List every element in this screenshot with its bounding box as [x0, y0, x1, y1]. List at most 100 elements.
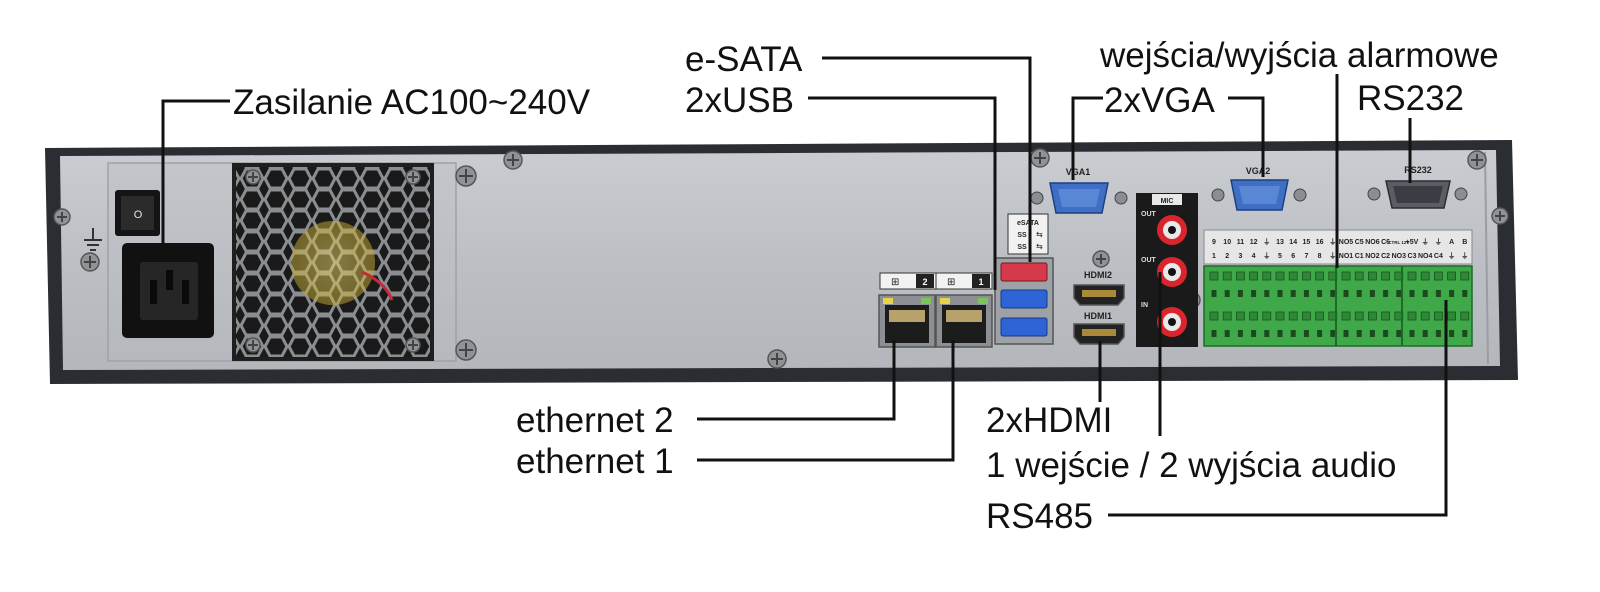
- terminal-screw[interactable]: [1209, 311, 1219, 321]
- terminal-screw[interactable]: [1341, 311, 1351, 321]
- terminal-screw[interactable]: [1302, 311, 1311, 321]
- terminal-socket: [1422, 290, 1428, 297]
- chassis-seam: [1484, 151, 1489, 365]
- terminal-bottom-label: 1: [1212, 253, 1216, 260]
- terminal-screw[interactable]: [1460, 271, 1470, 281]
- terminal-bottom-label: C3: [1408, 253, 1417, 260]
- fan-hub-mesh: [291, 221, 375, 305]
- terminal-screw[interactable]: [1275, 311, 1285, 321]
- terminal-socket: [1409, 330, 1415, 337]
- callout-line-power: [161, 99, 230, 245]
- rs232-port[interactable]: [1367, 180, 1468, 209]
- label-rs485: RS485: [986, 497, 1093, 536]
- terminal-screw[interactable]: [1275, 271, 1285, 281]
- terminal-screw[interactable]: [1249, 271, 1258, 281]
- label-audio: 1 wejście / 2 wyjścia audio: [986, 446, 1396, 485]
- terminal-screw[interactable]: [1434, 311, 1443, 321]
- terminal-screw[interactable]: [1209, 271, 1219, 281]
- terminal-screw[interactable]: [1249, 311, 1258, 321]
- terminal-screw[interactable]: [1236, 271, 1245, 281]
- power-switch-mark: O: [134, 209, 143, 221]
- terminal-socket: [1330, 290, 1336, 297]
- lan2-number: 2: [922, 277, 927, 287]
- terminal-top-label: 9: [1212, 239, 1216, 246]
- screw-icon: [1092, 250, 1110, 268]
- esata-usb-group: eSATA SS SS ⇆ ⇆: [994, 213, 1054, 345]
- power-inlet-pin: [182, 280, 189, 304]
- terminal-screw[interactable]: [1420, 271, 1430, 281]
- terminal-bottom-label: 7: [1304, 253, 1308, 260]
- terminal-socket: [1435, 290, 1441, 297]
- network-icon: ⊞: [891, 277, 899, 288]
- terminal-screw[interactable]: [1407, 271, 1417, 281]
- callout-line-vga1: [1071, 96, 1103, 180]
- terminal-screw[interactable]: [1447, 271, 1456, 281]
- terminal-top-label: 15: [1303, 239, 1311, 246]
- terminal-screw[interactable]: [1288, 311, 1298, 321]
- terminal-socket: [1356, 330, 1362, 337]
- terminal-screw[interactable]: [1315, 271, 1324, 281]
- terminal-socket: [1224, 330, 1230, 337]
- terminal-pins: [1203, 265, 1473, 347]
- ethernet-port-2[interactable]: [878, 294, 936, 348]
- terminal-screw[interactable]: [1447, 311, 1456, 321]
- audio-jack-out[interactable]: [1157, 257, 1187, 287]
- screw-icon: [53, 208, 71, 226]
- terminal-socket: [1343, 290, 1349, 297]
- terminal-screw[interactable]: [1368, 271, 1377, 281]
- terminal-screw[interactable]: [1420, 311, 1430, 321]
- terminal-top-label: 10: [1223, 239, 1231, 246]
- esata-port[interactable]: [1000, 262, 1048, 282]
- terminal-bottom-label: C4: [1434, 253, 1443, 260]
- terminal-bottom-label: 2: [1225, 253, 1229, 260]
- audio-jack-in[interactable]: [1157, 307, 1187, 337]
- terminal-screw[interactable]: [1354, 271, 1364, 281]
- audio-out-marking: OUT: [1141, 257, 1157, 264]
- terminal-socket: [1330, 330, 1336, 337]
- terminal-screw[interactable]: [1315, 311, 1324, 321]
- terminal-bottom-label: ⏚: [1263, 252, 1270, 260]
- terminal-socket: [1251, 290, 1257, 297]
- terminal-bottom-label: NO2: [1365, 253, 1380, 260]
- terminal-screw[interactable]: [1381, 311, 1390, 321]
- terminal-screw[interactable]: [1341, 271, 1351, 281]
- hdmi-port-2[interactable]: [1073, 284, 1125, 306]
- label-usb: 2xUSB: [685, 81, 794, 120]
- terminal-top-label: NO5: [1339, 239, 1354, 246]
- terminal-screw[interactable]: [1381, 271, 1390, 281]
- terminal-screw[interactable]: [1288, 271, 1298, 281]
- audio-jack-mic-out[interactable]: [1157, 215, 1187, 245]
- terminal-screw[interactable]: [1262, 271, 1272, 281]
- callout-line-ethernet2: [697, 340, 896, 421]
- vga-port-1[interactable]: [1030, 182, 1128, 214]
- callout-lines: [161, 56, 1448, 517]
- rs232-port-group: RS232: [1367, 165, 1468, 209]
- screw-icon: [767, 349, 787, 369]
- mic-label-plate: [1152, 194, 1182, 205]
- terminal-screw[interactable]: [1222, 311, 1232, 321]
- terminal-socket: [1449, 290, 1455, 297]
- terminal-socket: [1237, 330, 1243, 337]
- usb-port-1[interactable]: [1000, 289, 1048, 309]
- terminal-screw[interactable]: [1354, 311, 1364, 321]
- terminal-screw[interactable]: [1368, 311, 1377, 321]
- terminal-screw[interactable]: [1222, 271, 1232, 281]
- terminal-screw[interactable]: [1460, 311, 1470, 321]
- terminal-screw[interactable]: [1302, 271, 1311, 281]
- terminal-screw[interactable]: [1434, 271, 1443, 281]
- terminal-socket: [1356, 290, 1362, 297]
- label-alarm: wejścia/wyjścia alarmowe: [1099, 36, 1499, 75]
- screw-icon: [1467, 150, 1487, 170]
- terminal-socket: [1462, 330, 1468, 337]
- ethernet-port-1[interactable]: [935, 294, 993, 348]
- screw-icon: [405, 169, 421, 185]
- terminal-screw[interactable]: [1236, 311, 1245, 321]
- usb-port-2[interactable]: [1000, 317, 1048, 337]
- hdmi-port-1[interactable]: [1073, 323, 1125, 345]
- terminal-screw[interactable]: [1262, 311, 1272, 321]
- terminal-screw[interactable]: [1407, 311, 1417, 321]
- audio-block: MIC OUT OUT IN: [1136, 193, 1198, 347]
- vga-port-2[interactable]: [1211, 179, 1307, 211]
